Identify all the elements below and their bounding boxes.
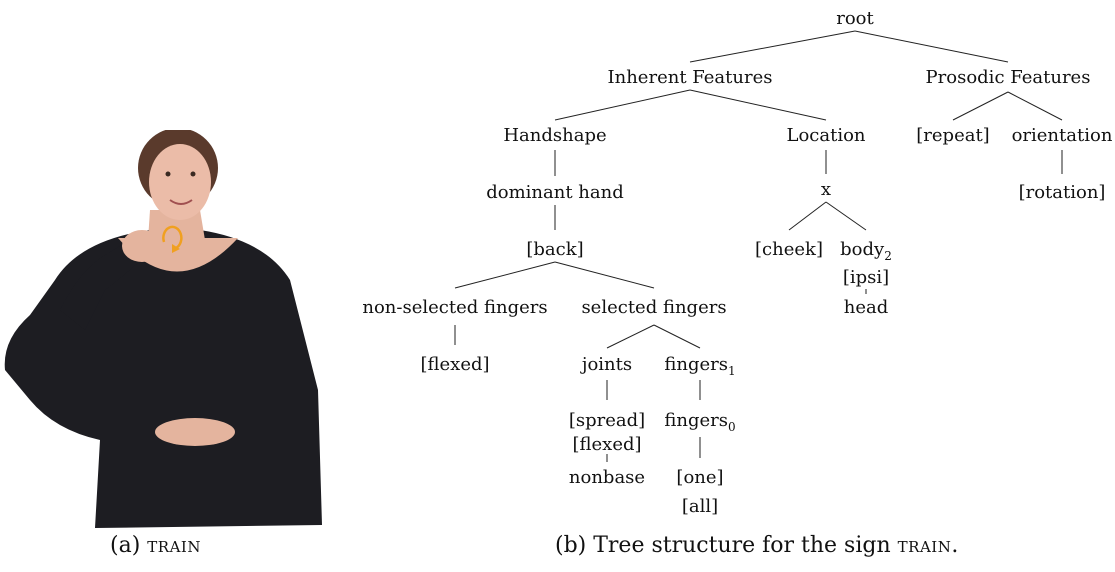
node-x: x: [821, 179, 831, 200]
node-nonselected-fingers: non-selected fingers: [362, 297, 547, 318]
node-head: head: [844, 297, 889, 318]
node-handshape: Handshape: [503, 125, 606, 146]
node-selected-fingers: selected fingers: [581, 297, 726, 318]
edge-selected-fingers1: [653, 324, 701, 349]
edge-prosodic-repeat: [952, 91, 1009, 121]
node-spread: [spread]: [569, 410, 645, 431]
node-root: root: [836, 8, 874, 29]
edge-back-selected: [554, 261, 655, 289]
node-joints: joints: [580, 354, 632, 375]
edge-inherent-handshape: [554, 89, 691, 121]
edge-inherent-location: [689, 89, 827, 121]
node-orientation: orientation: [1012, 125, 1113, 146]
signer-raised-arm: [60, 240, 150, 330]
tree-diagram: root Inherent Features Prosodic Features…: [362, 8, 1112, 517]
node-flexed-joints: [flexed]: [572, 434, 641, 455]
signer-eye-right: [190, 171, 196, 177]
edge-root-inherent: [689, 30, 856, 63]
node-cheek: [cheek]: [755, 239, 823, 260]
edge-back-nonselected: [454, 261, 556, 289]
node-repeat: [repeat]: [916, 125, 989, 146]
node-all: [all]: [682, 496, 718, 517]
signer-mouth: [169, 199, 193, 205]
rotation-arrow-icon: [162, 225, 183, 253]
node-body: body2: [840, 239, 892, 263]
node-fingers0: fingers0: [664, 410, 735, 434]
edge-x-cheek: [788, 201, 827, 231]
edge-selected-joints: [606, 324, 655, 349]
node-location: Location: [786, 125, 865, 146]
node-back: [back]: [526, 239, 583, 260]
node-dominant-hand: dominant hand: [486, 182, 624, 203]
node-fingers1: fingers1: [664, 354, 735, 378]
signer-raised-hand: [122, 230, 162, 262]
edge-x-body: [825, 201, 867, 231]
node-one: [one]: [676, 467, 723, 488]
edge-prosodic-orientation: [1007, 91, 1063, 121]
node-prosodic-features: Prosodic Features: [926, 67, 1091, 88]
signer-photo: [4, 130, 322, 528]
edge-root-prosodic: [854, 30, 1009, 63]
node-nonbase: nonbase: [569, 467, 645, 488]
caption-b: (b) Tree structure for the sign train.: [555, 533, 959, 558]
node-ipsi: [ipsi]: [843, 267, 889, 288]
caption-b-sign: train: [897, 533, 952, 558]
signer-eye-left: [165, 171, 171, 177]
tree-edges: [454, 30, 1063, 462]
node-flexed-nonselected: [flexed]: [420, 354, 489, 375]
node-inherent-features: Inherent Features: [608, 67, 773, 88]
signer-lower-hands: [155, 418, 235, 446]
caption-a: (a) train: [110, 533, 201, 558]
node-rotation: [rotation]: [1019, 182, 1106, 203]
signer-face: [149, 144, 211, 220]
tree-nodes: root Inherent Features Prosodic Features…: [362, 8, 1112, 517]
caption-a-sign: train: [147, 533, 201, 558]
